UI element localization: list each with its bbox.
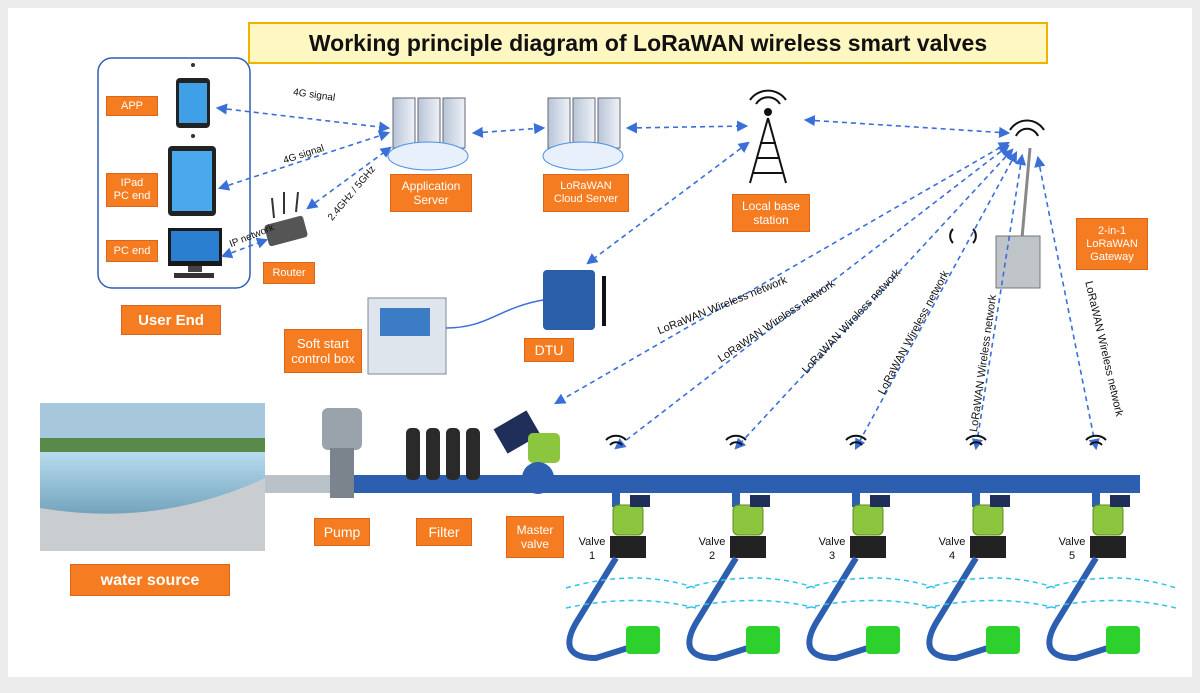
lorawan-link-valve-4 bbox=[971, 153, 1027, 451]
router-icon bbox=[264, 191, 308, 247]
valve-label-4: Valve 4 bbox=[938, 536, 966, 562]
control-box-icon bbox=[367, 297, 447, 375]
lorawan-link-valve-5 bbox=[1034, 155, 1100, 451]
base-station-label: Local base station bbox=[732, 194, 810, 232]
valve-label-2: Valve 2 bbox=[698, 536, 726, 562]
diagram-svg bbox=[40, 57, 1177, 662]
master-valve-icon bbox=[493, 410, 560, 494]
valve-label-1: Valve 1 bbox=[578, 536, 606, 562]
valve-2-icon bbox=[685, 434, 817, 662]
soft-start-label: Soft start control box bbox=[284, 329, 362, 373]
tablet-icon bbox=[168, 134, 216, 216]
link-tablet-server bbox=[217, 130, 391, 191]
valve-3-icon bbox=[805, 434, 937, 662]
pump-icon bbox=[322, 408, 362, 498]
gateway-label: 2-in-1 LoRaWAN Gateway bbox=[1076, 218, 1148, 270]
link-pc-router bbox=[220, 237, 269, 259]
water-source-label: water source bbox=[70, 564, 230, 596]
diagram-canvas: Working principle diagram of LoRaWAN wir… bbox=[8, 8, 1192, 677]
filter-icon bbox=[406, 428, 480, 480]
pc-end-label: PC end bbox=[106, 240, 158, 262]
main-pipe bbox=[265, 475, 1140, 493]
valve-1-icon bbox=[565, 434, 697, 662]
dtu-icon bbox=[543, 270, 606, 330]
user-end-label: User End bbox=[121, 305, 221, 335]
valve-label-5: Valve 5 bbox=[1058, 536, 1086, 562]
diagram-title: Working principle diagram of LoRaWAN wir… bbox=[248, 22, 1048, 64]
smartphone-icon bbox=[176, 63, 210, 128]
base-station-tower-icon bbox=[749, 89, 787, 184]
pump-label: Pump bbox=[314, 518, 370, 546]
cloud-server-label: LoRaWAN Cloud Server bbox=[543, 174, 629, 212]
valve-label-3: Valve 3 bbox=[818, 536, 846, 562]
master-valve-label: Master valve bbox=[506, 516, 564, 558]
link-cloud-base bbox=[625, 120, 749, 134]
ipad-pc-label: IPad PC end bbox=[106, 173, 158, 207]
link-base-gateway bbox=[803, 114, 1011, 139]
cloud-server-icon bbox=[542, 97, 624, 171]
filter-label: Filter bbox=[416, 518, 472, 546]
link-server-cloud bbox=[471, 123, 546, 138]
dtu-label: DTU bbox=[524, 338, 574, 362]
valve-5-icon bbox=[1045, 434, 1177, 662]
pc-icon bbox=[168, 228, 222, 278]
router-label: Router bbox=[263, 262, 315, 284]
water-source-image bbox=[40, 403, 265, 551]
app-label: APP bbox=[106, 96, 158, 116]
dtu-control-cable bbox=[445, 299, 544, 329]
link-router-server bbox=[306, 146, 392, 210]
link-phone-server bbox=[215, 103, 391, 133]
valve-4-icon bbox=[925, 434, 1057, 662]
gateway-icon bbox=[949, 119, 1045, 289]
application-server-icon bbox=[387, 97, 469, 171]
application-server-label: Application Server bbox=[390, 174, 472, 212]
